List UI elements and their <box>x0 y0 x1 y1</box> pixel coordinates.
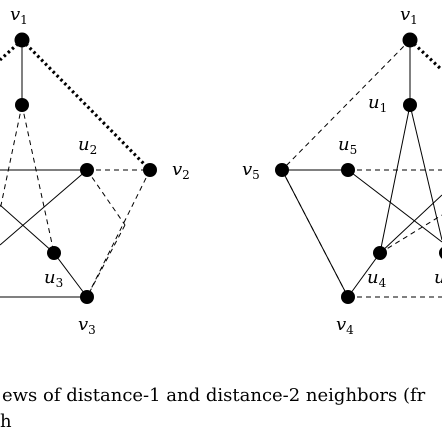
label-v1: v1 <box>10 4 28 27</box>
edge <box>409 104 442 241</box>
vertex-v1 <box>402 32 418 48</box>
edge <box>281 169 349 298</box>
edge <box>347 169 442 243</box>
label-u2: u2 <box>78 134 97 157</box>
edge <box>347 252 381 298</box>
vertex-u1 <box>15 98 29 112</box>
edge <box>379 194 442 254</box>
left-graph: v1 u2 v2 u3 v3 <box>0 4 190 337</box>
edge <box>21 104 55 254</box>
vertex-u1 <box>403 98 417 112</box>
vertex-u5 <box>341 163 355 177</box>
vertex-u2 <box>80 163 94 177</box>
label-u5: u5 <box>338 134 357 157</box>
edge <box>0 204 55 254</box>
vertex-v3 <box>80 290 94 304</box>
vertex-u4 <box>373 246 387 260</box>
vertex-v4 <box>341 290 355 304</box>
label-v3: v3 <box>78 314 96 337</box>
edge <box>86 224 126 298</box>
edge <box>379 214 442 254</box>
label-v2: v2 <box>172 159 190 182</box>
label-u1: u1 <box>368 92 387 115</box>
vertex-v5 <box>275 163 289 177</box>
edge <box>53 252 88 298</box>
label-v4: v4 <box>336 314 354 337</box>
edge <box>379 104 411 254</box>
vertex-v1 <box>14 32 30 48</box>
label-v1: v1 <box>400 4 418 27</box>
edge <box>86 169 151 298</box>
right-graph: v1 u1 u5 v5 u4 v4 u <box>242 4 442 337</box>
label-v5: v5 <box>242 159 260 182</box>
vertex-u3 <box>47 246 61 260</box>
caption-line-2: h <box>0 411 12 432</box>
label-partial: u <box>434 267 442 288</box>
edge <box>0 104 23 211</box>
vertex-v2 <box>143 163 157 177</box>
vertex-partial <box>439 247 442 259</box>
edge <box>281 39 411 171</box>
edge <box>0 169 88 246</box>
label-u4: u4 <box>367 267 387 290</box>
edge <box>86 169 126 226</box>
label-u3: u3 <box>44 267 63 290</box>
caption-line-1: ews of distance-1 and distance-2 neighbo… <box>2 385 426 406</box>
